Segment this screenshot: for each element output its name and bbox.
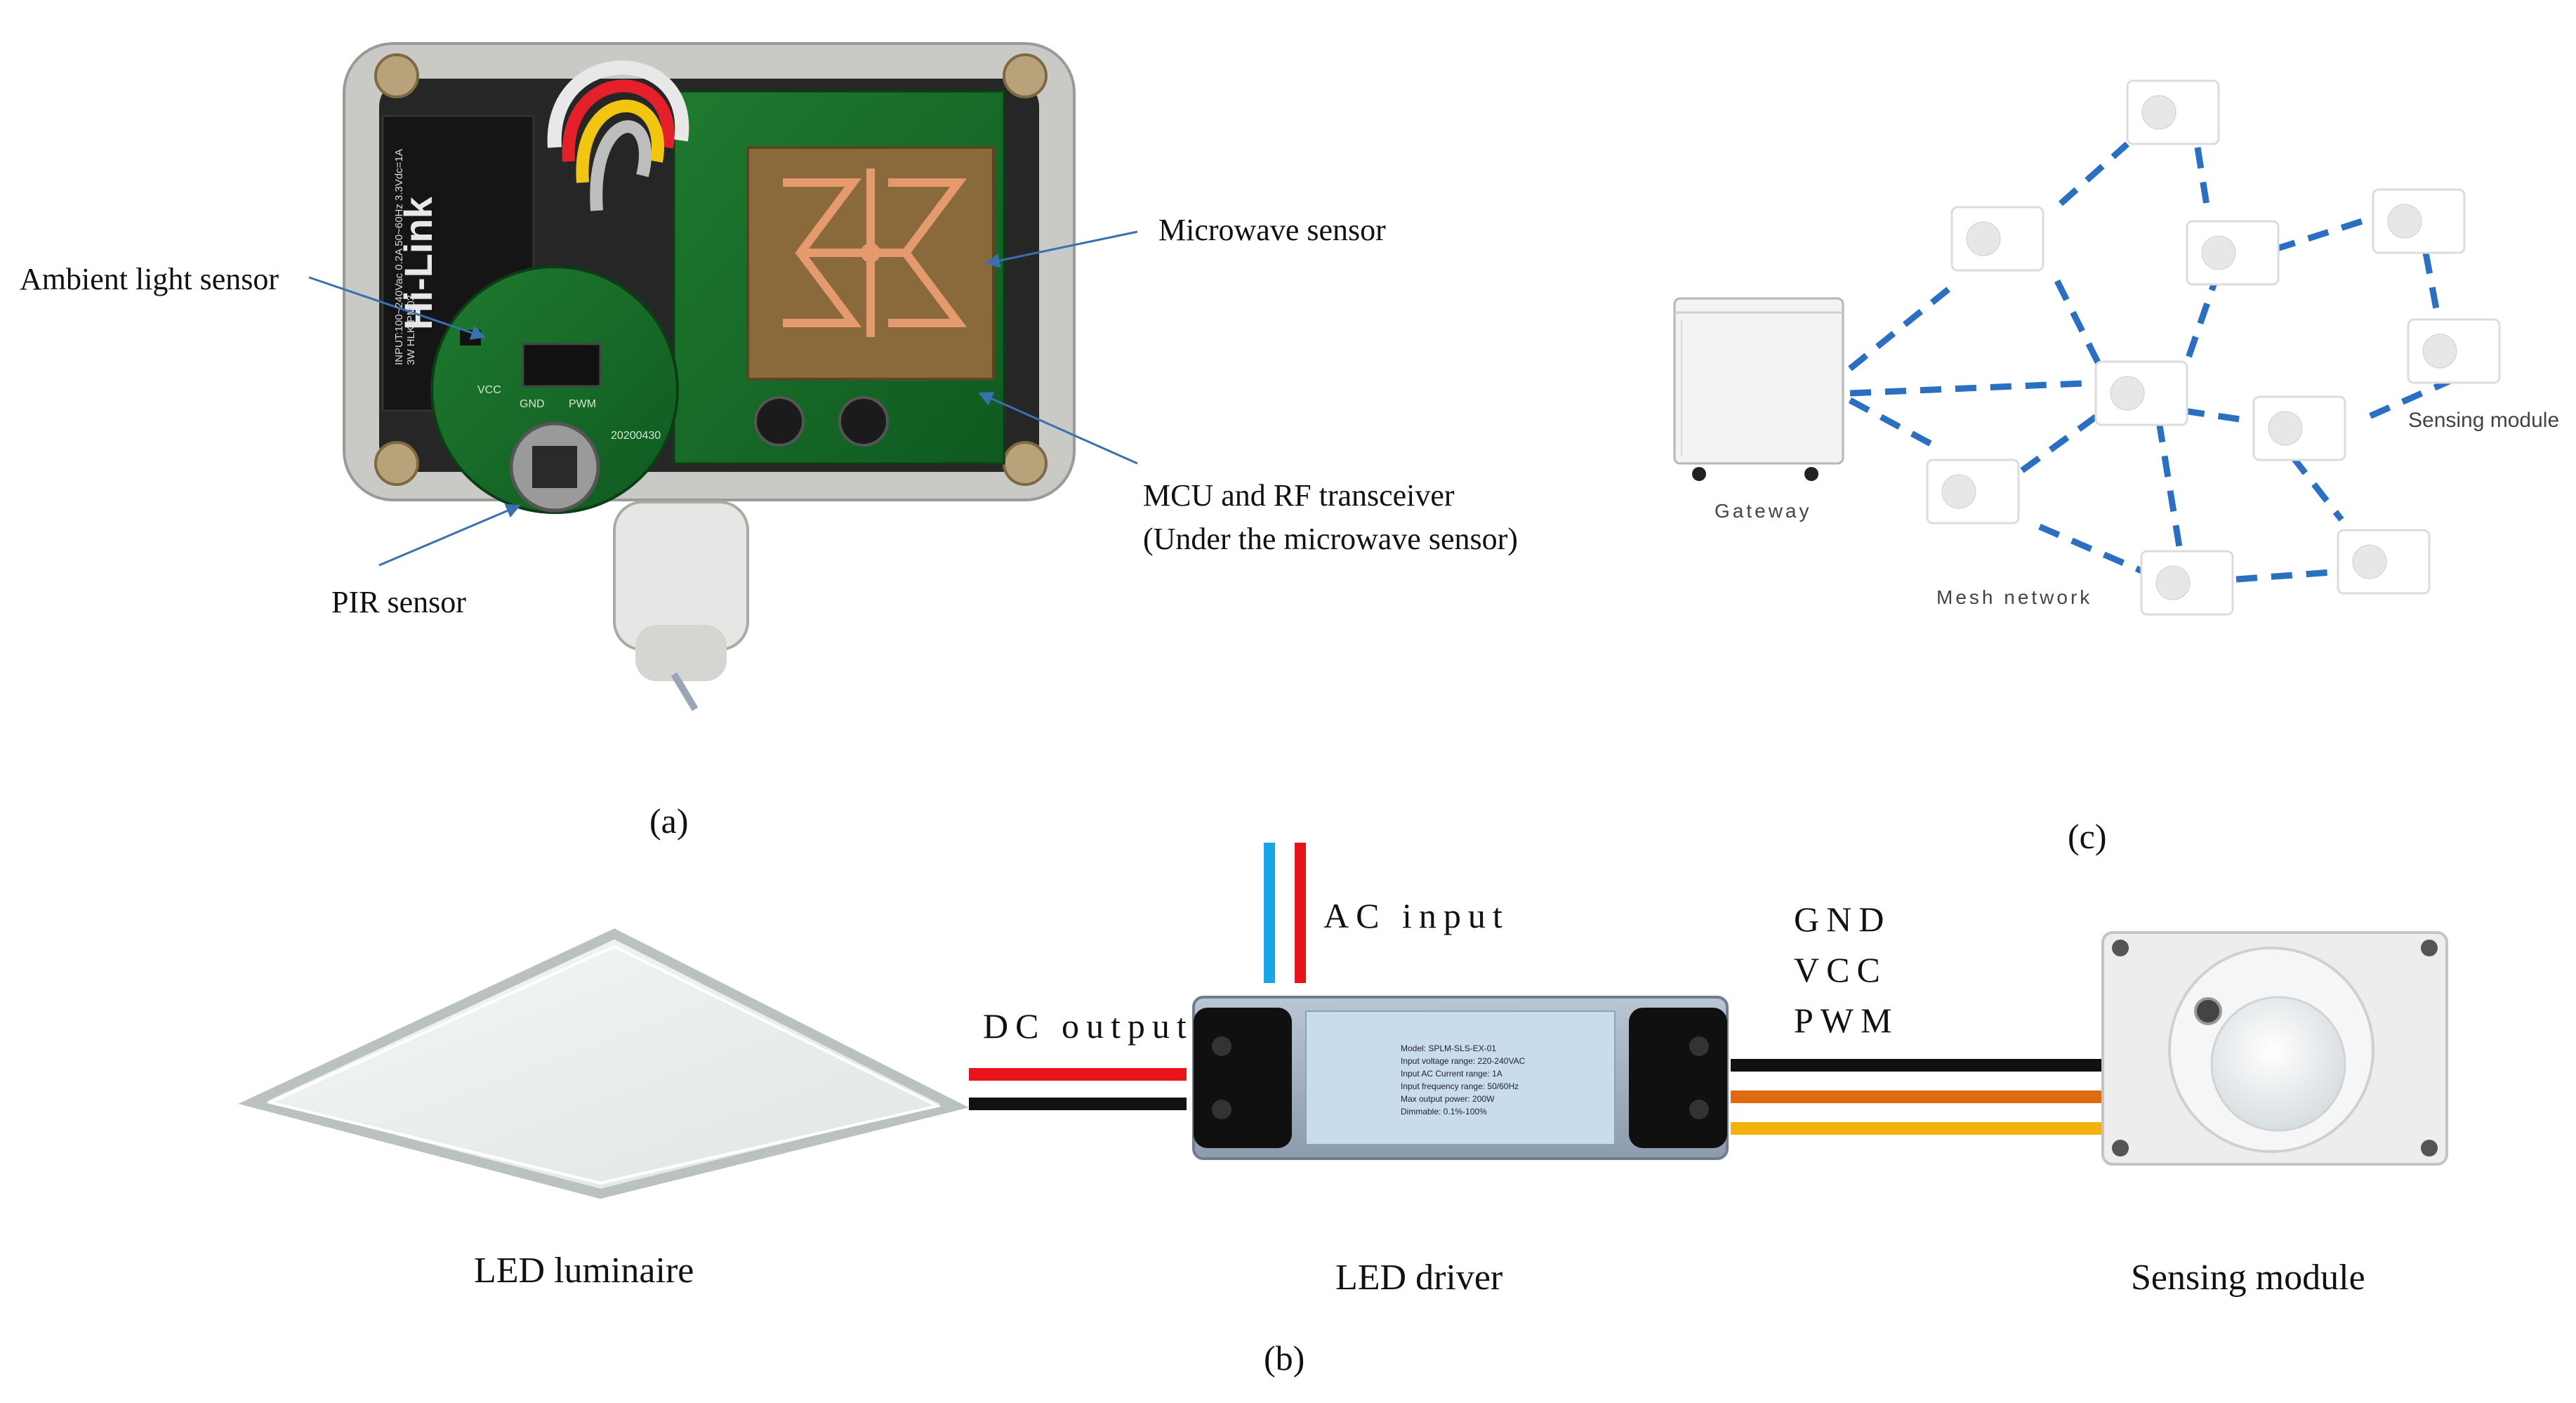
mesh-node-set xyxy=(1926,79,2501,616)
mesh-network-label: Mesh network xyxy=(1936,586,2093,608)
driver-spec-3: Input AC Current range: 1A xyxy=(1401,1069,1502,1079)
gateway-label: Gateway xyxy=(1715,500,1812,522)
panel-label-b: (b) xyxy=(1264,1338,1305,1378)
callout-lines xyxy=(308,230,1138,567)
mesh-links xyxy=(1848,141,2455,583)
callout-ambient-light-sensor: Ambient light sensor xyxy=(20,262,279,296)
pcb-mark-pwm: PWM xyxy=(569,398,596,410)
driver-spec-4: Input frequency range: 50/60Hz xyxy=(1401,1081,1519,1091)
driver-spec-6: Dimmable: 0.1%-100% xyxy=(1401,1107,1487,1117)
pcb-mark-vcc: VCC xyxy=(477,384,501,396)
sensing-module-label: Sensing module xyxy=(2131,1258,2365,1298)
mesh-network-diagram xyxy=(1673,79,2501,616)
led-driver-label: LED driver xyxy=(1335,1258,1503,1298)
module-brand: Hi-Link xyxy=(396,196,440,330)
sensor-box-photo: Hi-Link VCC GND PWM 20200430 xyxy=(343,42,1076,711)
mesh-sensing-module-label: Sensing module xyxy=(2408,409,2560,432)
dc-output-label: DC output xyxy=(983,1006,1194,1046)
driver-spec-5: Max output power: 200W xyxy=(1401,1094,1495,1104)
driver-spec-2: Input voltage range: 220-240VAC xyxy=(1401,1056,1526,1066)
callout-pir-sensor: PIR sensor xyxy=(331,585,466,619)
led-luminaire-label: LED luminaire xyxy=(474,1251,694,1291)
wiring-diagram: Model: SPLM-SLS-EX-01 Input voltage rang… xyxy=(238,843,2448,1199)
panel-label-a: (a) xyxy=(649,801,689,841)
callout-mcu-rf-line1: MCU and RF transceiver xyxy=(1143,478,1455,513)
ac-input-label: AC input xyxy=(1323,896,1510,935)
signal-pwm-label: PWM xyxy=(1794,1001,1899,1040)
panel-label-c: (c) xyxy=(2068,817,2107,856)
driver-spec-1: Model: SPLM-SLS-EX-01 xyxy=(1401,1043,1496,1053)
pcb-mark-date: 20200430 xyxy=(611,430,661,442)
callout-microwave-sensor: Microwave sensor xyxy=(1158,213,1386,247)
signal-vcc-label: VCC xyxy=(1794,950,1887,989)
signal-gnd-label: GND xyxy=(1794,900,1891,939)
callout-mcu-rf-line2: (Under the microwave sensor) xyxy=(1143,522,1518,556)
module-spec-text: INPUT:100~240Vac 0.2A 50~60Hz 3.3Vdc=1A … xyxy=(393,149,417,365)
pcb-mark-gnd: GND xyxy=(520,398,545,410)
